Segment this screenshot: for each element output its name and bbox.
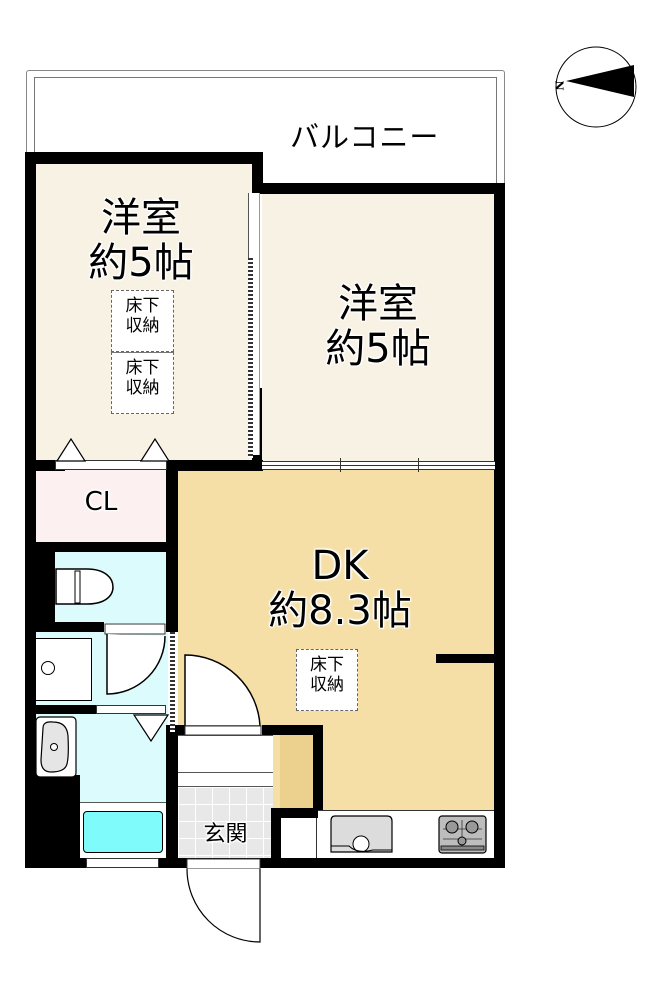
room-western-right bbox=[262, 193, 495, 463]
room-closet bbox=[34, 470, 168, 542]
compass bbox=[555, 46, 637, 128]
room-name: DK bbox=[311, 543, 369, 589]
room-name: 洋室 bbox=[101, 195, 181, 241]
room-size: 約5帖 bbox=[325, 325, 431, 372]
sink-icon bbox=[330, 815, 393, 853]
balcony-label: バルコニー bbox=[290, 120, 440, 154]
closet-door-handle-icon bbox=[55, 437, 171, 462]
underfloor-storage: 床下 収納 bbox=[296, 649, 358, 711]
compass-needle-icon bbox=[566, 65, 634, 97]
entrance-step bbox=[178, 735, 273, 787]
entrance-inner-door[interactable] bbox=[184, 654, 264, 736]
washroom-door[interactable] bbox=[96, 705, 166, 714]
room-label-western-left: 洋室 約5帖 bbox=[56, 196, 226, 286]
shoe-storage bbox=[280, 735, 313, 810]
room-size: 約8.3帖 bbox=[268, 587, 412, 634]
fridge-space bbox=[281, 818, 317, 858]
front-door[interactable] bbox=[186, 858, 266, 944]
wash-basin-icon bbox=[35, 716, 77, 778]
bath-window bbox=[86, 858, 159, 868]
toilet-door[interactable] bbox=[104, 623, 170, 699]
sliding-door-bath[interactable] bbox=[170, 632, 175, 732]
bathtub bbox=[80, 802, 166, 858]
underfloor-storage: 床下 収納 bbox=[111, 352, 174, 414]
underfloor-storage: 床下 収納 bbox=[111, 290, 174, 352]
toilet-icon bbox=[55, 568, 114, 605]
washroom-door-handle-icon bbox=[132, 714, 170, 743]
entrance-floor bbox=[178, 787, 273, 860]
sliding-door-right-room[interactable] bbox=[262, 458, 495, 472]
room-label-entrance: 玄関 bbox=[203, 822, 248, 847]
washing-machine bbox=[35, 638, 92, 701]
room-label-dk: DK 約8.3帖 bbox=[240, 544, 440, 634]
room-label-closet: CL bbox=[84, 487, 118, 517]
closet-door[interactable] bbox=[55, 460, 167, 470]
partition-hatch bbox=[248, 258, 253, 458]
room-size: 約5帖 bbox=[88, 239, 194, 286]
compass-north-label: N bbox=[552, 80, 566, 91]
room-name: 洋室 bbox=[338, 281, 418, 327]
room-label-western-right: 洋室 約5帖 bbox=[293, 282, 463, 372]
stove-icon bbox=[438, 815, 487, 854]
